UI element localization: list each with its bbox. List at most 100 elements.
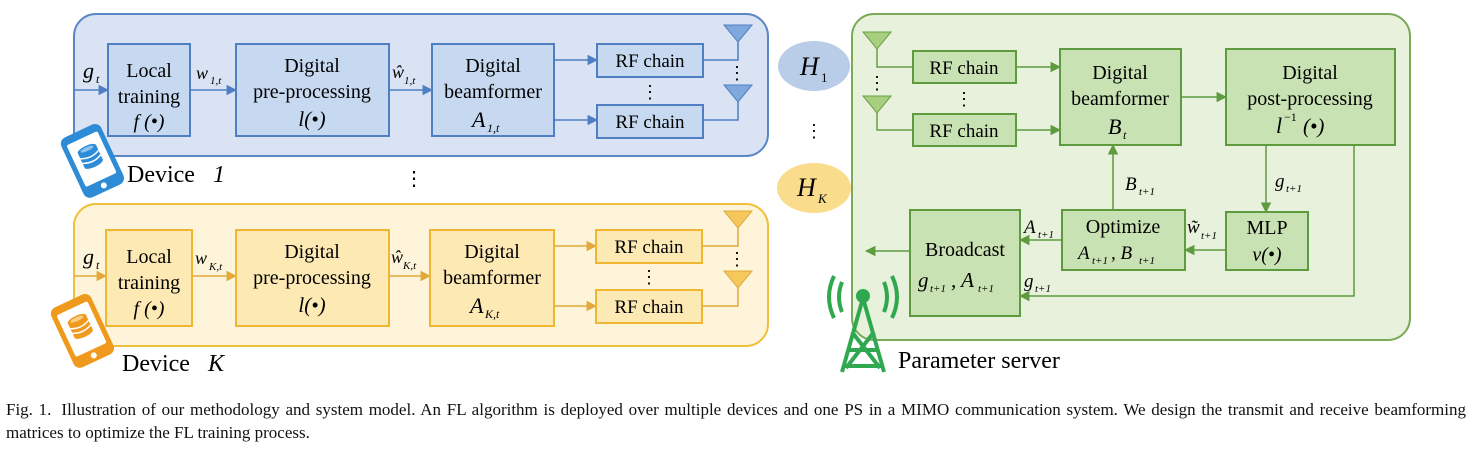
svg-text:RF chain: RF chain <box>615 51 685 72</box>
svg-text:⋮: ⋮ <box>640 267 658 287</box>
svg-text:Local: Local <box>126 60 172 82</box>
svg-text:RF chain: RF chain <box>614 237 684 258</box>
svg-text:t+1: t+1 <box>1286 183 1302 195</box>
device-1-w-label: w <box>196 63 208 83</box>
svg-text:Digital: Digital <box>464 241 520 263</box>
server-postprocessing-block: Digital post-processing l −1 (•) <box>1225 48 1396 146</box>
device-1-rf-chain-bottom: RF chain <box>596 104 704 139</box>
svg-text:B: B <box>1108 114 1121 139</box>
server-rf-chain-top: RF chain <box>912 50 1017 84</box>
svg-text:t+1: t+1 <box>1092 255 1108 267</box>
caption-text: Illustration of our methodology and syst… <box>6 400 1467 442</box>
svg-text:Digital: Digital <box>1092 62 1148 84</box>
svg-text:K,t: K,t <box>484 307 500 321</box>
server-beamformer-block: Digital beamformer B t <box>1059 48 1182 146</box>
svg-text:RF chain: RF chain <box>615 112 685 133</box>
svg-text:Optimize: Optimize <box>1086 216 1161 238</box>
svg-text:RF chain: RF chain <box>614 297 684 318</box>
svg-text:l(•): l(•) <box>298 293 325 317</box>
svg-text:t: t <box>96 72 100 86</box>
channel-dots: ⋮ <box>805 121 823 141</box>
parameter-server-panel: ⋮ RF chain ⋮ RF chain Digital beamformer… <box>827 13 1411 374</box>
svg-text:−1: −1 <box>1284 110 1297 124</box>
device-1-local-training-block: Local training f (•) <box>107 43 191 137</box>
server-label-g2: g <box>1024 271 1034 292</box>
svg-text:Digital: Digital <box>465 55 521 77</box>
device-k-phone-icon <box>50 294 115 368</box>
device-k-input-g: g <box>83 244 94 269</box>
device-1-label: Device <box>127 162 195 188</box>
svg-text:1,t: 1,t <box>487 121 500 135</box>
device-1-rf-dots: ⋮ <box>641 82 659 102</box>
server-rf-chain-bottom: RF chain <box>912 113 1017 147</box>
svg-text:v(•): v(•) <box>1252 244 1282 266</box>
device-1-phone-icon <box>60 124 125 198</box>
svg-text:f (•): f (•) <box>134 111 165 133</box>
device-k-what-label: ŵ <box>391 247 403 267</box>
device-k-local-training-block: Local training f (•) <box>105 229 193 327</box>
svg-text:1,t: 1,t <box>210 75 222 87</box>
device-k-label: Device <box>122 351 190 377</box>
device-1-beamformer-block: Digital beamformer A 1,t <box>431 43 555 137</box>
system-diagram: g t Local training f (•) w 1,t Digital p… <box>50 13 1411 377</box>
svg-text:pre-processing: pre-processing <box>253 81 371 103</box>
device-k-preprocessing-block: Digital pre-processing l(•) <box>235 229 390 327</box>
svg-text:f (•): f (•) <box>134 298 165 320</box>
parameter-server-label: Parameter server <box>898 348 1060 374</box>
device-1-antenna-top <box>703 24 754 61</box>
svg-text:t+1: t+1 <box>978 283 994 295</box>
server-label-b: B <box>1125 174 1137 195</box>
device-1-preprocessing-block: Digital pre-processing l(•) <box>235 43 390 137</box>
svg-text:Digital: Digital <box>284 55 340 77</box>
svg-text:A: A <box>468 293 484 318</box>
svg-text:t+1: t+1 <box>1201 230 1217 242</box>
svg-text:pre-processing: pre-processing <box>253 267 371 289</box>
device-1-rf-chain-top: RF chain <box>596 43 704 78</box>
device-k-rf-chain-top: RF chain <box>595 229 703 264</box>
svg-text:K,t: K,t <box>208 261 223 273</box>
svg-text:RF chain: RF chain <box>929 58 999 79</box>
device-k-w-label: w <box>195 248 207 268</box>
device-1-input-g: g <box>83 58 94 83</box>
svg-text:MLP: MLP <box>1246 217 1287 239</box>
channel-h1: H 1 <box>778 41 850 91</box>
svg-text:t+1: t+1 <box>1139 255 1155 267</box>
svg-text:beamformer: beamformer <box>1071 88 1169 110</box>
device-k-antenna-top <box>702 210 754 247</box>
svg-text:post-processing: post-processing <box>1247 88 1373 110</box>
svg-text:(•): (•) <box>1303 114 1324 138</box>
svg-text:⋮: ⋮ <box>728 249 746 269</box>
svg-text:K,t: K,t <box>402 260 417 272</box>
devices-ellipsis: ⋮ <box>404 168 424 190</box>
device-1-antenna-bottom <box>703 84 754 121</box>
svg-text:, A: , A <box>951 268 974 292</box>
server-optimize-block: Optimize A t+1 , B t+1 <box>1061 209 1186 271</box>
svg-text:A: A <box>470 107 486 132</box>
svg-text:training: training <box>118 86 180 108</box>
svg-text:t+1: t+1 <box>1139 186 1155 198</box>
svg-text:beamformer: beamformer <box>444 81 542 103</box>
svg-text:t+1: t+1 <box>1035 283 1051 295</box>
svg-text:H: H <box>799 52 820 81</box>
server-label-wtilde: w̃ <box>1187 217 1200 238</box>
figure-caption: Fig. 1.Illustration of our methodology a… <box>6 398 1466 444</box>
server-antenna-bottom <box>861 95 913 131</box>
device-k-panel: g t Local training f (•) w K,t Digital p… <box>50 203 769 377</box>
channel-hk: H K <box>777 163 851 213</box>
svg-text:1: 1 <box>821 70 828 85</box>
svg-text:g: g <box>918 268 929 292</box>
svg-text:training: training <box>118 272 180 294</box>
svg-text:l: l <box>1276 113 1282 138</box>
server-label-a: A <box>1022 217 1036 238</box>
svg-text:⋮: ⋮ <box>955 89 973 109</box>
svg-text:K: K <box>207 351 226 377</box>
device-1-what-label: ŵ <box>392 62 404 82</box>
svg-text:beamformer: beamformer <box>443 267 541 289</box>
device-k-antenna-bottom <box>702 270 754 307</box>
svg-text:Digital: Digital <box>284 241 340 263</box>
svg-text:t: t <box>96 258 100 272</box>
device-k-rf-chain-bottom: RF chain <box>595 289 703 324</box>
svg-text:t+1: t+1 <box>930 283 946 295</box>
svg-text:1,t: 1,t <box>404 75 416 87</box>
